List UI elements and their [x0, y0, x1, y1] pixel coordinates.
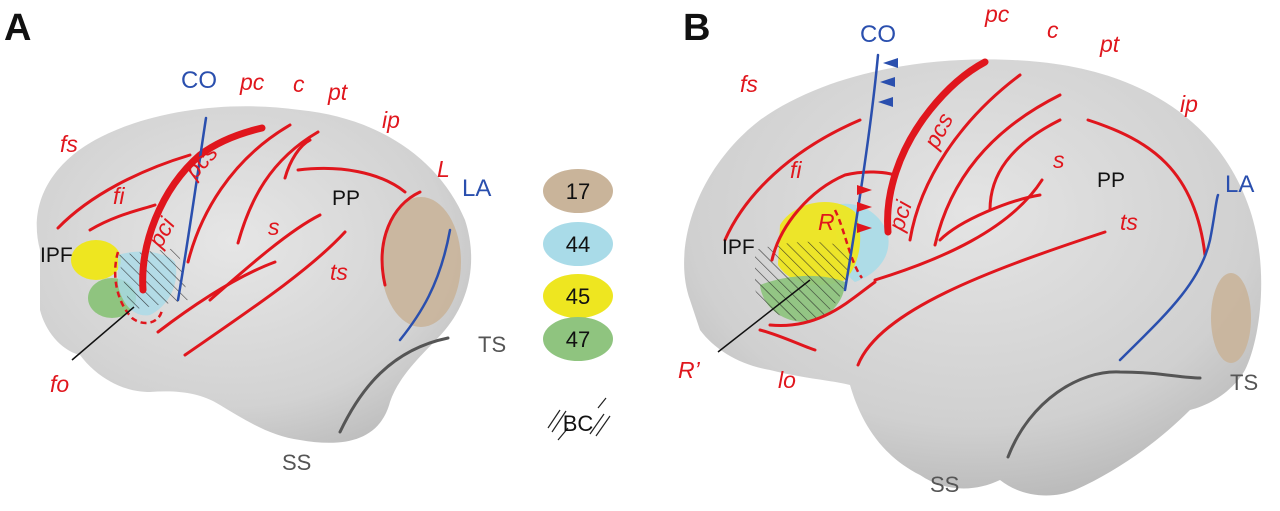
panel-a-label-fs: fs [60, 131, 78, 157]
panel-b-r-arrow-2 [857, 202, 872, 212]
panel-a-c-sulcus [236, 130, 320, 245]
panel-b-label-la: LA [1225, 171, 1254, 198]
legend-swatch-44 [543, 222, 613, 266]
panel-a-label-fi: fi [113, 183, 125, 209]
panel-a-pcs-sulcus [139, 124, 266, 294]
panel-a-ip-sulcus [296, 166, 407, 194]
panel-b-brain-surface [684, 59, 1262, 496]
legend-swatch-47 [543, 317, 613, 361]
panel-a-pc-sulcus [186, 123, 292, 264]
panel-a-label-fo: fo [50, 371, 69, 397]
legend-swatch-45 [543, 274, 613, 318]
panel-a-lateral-fissure [156, 260, 277, 334]
panel-a: A CO pc c pt ip fs [4, 7, 506, 475]
panel-a-co-line [176, 116, 208, 302]
panel-a-la-line [398, 228, 452, 342]
panel-b-lateral-fissure [768, 280, 877, 328]
panel-b-lo-sulcus [758, 328, 817, 352]
legend-label-17: 17 [566, 179, 590, 204]
panel-a-l-sulcus [380, 190, 422, 287]
panel-b-label-pp: PP [1097, 169, 1125, 192]
panel-a-label-ts-sulcus: ts [330, 259, 348, 285]
panel-b-bc-hatch [755, 241, 851, 322]
panel-b-label-pc: pc [984, 1, 1010, 27]
panel-b-co-line [843, 53, 880, 292]
panel-b-label-c: c [1047, 17, 1059, 43]
panel-b-co-arrow-3 [878, 97, 893, 107]
panel-a-r-boundary [113, 251, 164, 325]
panel-b-pcs-sulcus [884, 58, 989, 236]
panel-b-label-ip: ip [1180, 91, 1198, 117]
panel-a-label-ss: SS [282, 450, 311, 475]
panel-a-fs-sulcus [56, 153, 192, 230]
panel-a-label-ip: ip [382, 107, 400, 133]
panel-b-pc-sulcus [908, 73, 1022, 242]
panel-b-ts-sulcus [856, 230, 1107, 367]
panel-a-label-pt: pt [327, 79, 349, 105]
panel-b-co-arrow-1 [883, 58, 898, 68]
panel-b-label-ts-region: TS [1230, 370, 1258, 395]
panel-a-fi-sulcus [88, 203, 157, 232]
panel-b-c-sulcus [933, 93, 1062, 247]
panel-b-label-r: R [818, 209, 835, 235]
legend-bc-hatch-icon [547, 397, 611, 441]
legend-swatch-17 [543, 169, 613, 213]
panel-b-upper-fissure [938, 193, 1042, 242]
panel-a-ss-line [338, 336, 450, 434]
legend-label-45: 45 [566, 284, 590, 309]
panel-b-ip-sulcus [1086, 118, 1207, 257]
panel-a-fo-pointer [71, 306, 135, 361]
panel-b-la-line [1118, 193, 1220, 362]
panel-b-label-pt: pt [1099, 31, 1121, 57]
panel-a-label-c: c [293, 71, 305, 97]
panel-b-area-17 [1211, 273, 1251, 363]
panel-a-pt-sulcus [283, 138, 312, 180]
panel-b-label-r-prime: R’ [678, 357, 701, 383]
panel-b-label-fi: fi [790, 157, 802, 183]
panel-b-fi-sulcus [770, 170, 897, 262]
panel-a-bc-hatch [118, 248, 188, 310]
legend-label-44: 44 [566, 232, 590, 257]
panel-b-label-lo: lo [778, 367, 796, 393]
panel-b-label-co: CO [860, 21, 896, 48]
panel-a-label-s: s [268, 214, 280, 240]
panel-b-label-ts-sulcus: ts [1120, 209, 1138, 235]
legend: 17 44 45 47 BC [543, 169, 613, 441]
panel-b-ss-line [1006, 370, 1202, 459]
panel-b-r-prime-pointer [717, 279, 811, 353]
panel-a-area-17 [381, 197, 461, 327]
panel-a-label-ipf: IPF [40, 244, 73, 267]
panel-a-label-pp: PP [332, 187, 360, 210]
legend-label-bc: BC [563, 411, 594, 436]
panel-b: B CO [678, 1, 1262, 497]
panel-a-ts-sulcus [183, 230, 347, 357]
panel-b-label-s: s [1053, 147, 1065, 173]
panel-b-label-fs: fs [740, 71, 758, 97]
panel-b-r-arrow-3 [857, 223, 872, 233]
panel-b-label-ipf: IPF [722, 236, 755, 259]
panel-b-fs-sulcus [723, 118, 862, 242]
panel-a-letter: A [4, 7, 31, 49]
panel-a-brain-surface [36, 106, 472, 443]
panel-a-label-l: L [437, 156, 450, 182]
panel-a-label-co: CO [181, 67, 217, 94]
panel-b-r-arrow-1 [857, 185, 872, 195]
panel-a-label-pc: pc [239, 69, 265, 95]
panel-b-pt-sulcus [988, 118, 1062, 212]
panel-a-area-45 [71, 240, 121, 280]
legend-label-47: 47 [566, 327, 590, 352]
panel-a-label-la: LA [462, 175, 491, 202]
panel-b-co-arrow-2 [880, 77, 895, 87]
panel-b-letter: B [683, 7, 710, 49]
panel-a-label-ts-region: TS [478, 332, 506, 357]
panel-b-label-ss: SS [930, 472, 959, 497]
